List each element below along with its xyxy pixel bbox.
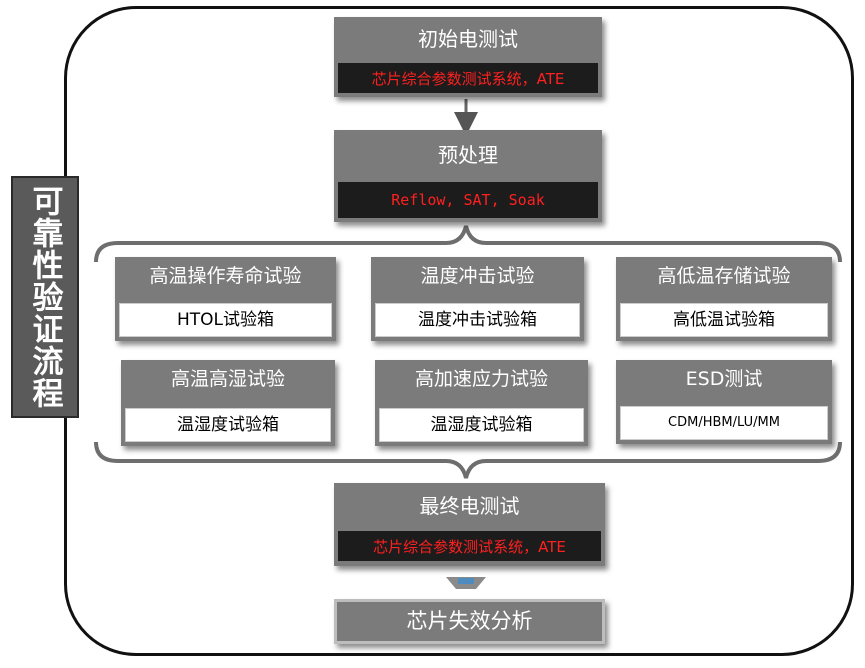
side-label: 可靠性验证流程 [11,176,79,418]
test-equipment: 温湿度试验箱 [125,408,331,442]
test-title: 高温操作寿命试验 [149,265,302,287]
initial-test-box: 初始电测试 芯片综合参数测试系统，ATE [334,17,602,97]
test-equipment: HTOL试验箱 [119,303,332,337]
test-title: ESD测试 [685,368,763,390]
failure-analysis-box: 芯片失效分析 [334,599,605,644]
test-equipment: 温度冲击试验箱 [375,303,580,337]
test-box-htol: 高温操作寿命试验 HTOL试验箱 [115,257,336,341]
test-equipment: 高低温试验箱 [620,303,828,337]
initial-test-equipment: 芯片综合参数测试系统，ATE [338,63,598,93]
test-box-esd: ESD测试 CDM/HBM/LU/MM [616,360,832,444]
preprocess-equipment: Reflow, SAT, Soak [338,182,598,218]
test-title: 高加速应力试验 [414,368,548,390]
test-title: 高温高湿试验 [170,368,285,390]
test-title: 温度冲击试验 [420,265,535,287]
final-test-title: 最终电测试 [419,494,520,518]
test-box-thermal-shock: 温度冲击试验 温度冲击试验箱 [371,257,584,341]
upper-brace [94,225,842,263]
test-box-hast: 高加速应力试验 温湿度试验箱 [375,360,588,446]
failure-analysis-title: 芯片失效分析 [406,609,533,633]
test-equipment: 温湿度试验箱 [379,408,584,442]
test-box-storage: 高低温存储试验 高低温试验箱 [616,257,832,341]
preprocess-title: 预处理 [438,143,498,167]
lower-brace [94,441,842,479]
final-test-box: 最终电测试 芯片综合参数测试系统，ATE [334,483,605,566]
final-test-equipment: 芯片综合参数测试系统，ATE [338,531,601,561]
preprocess-box: 预处理 Reflow, SAT, Soak [334,130,602,222]
initial-test-title: 初始电测试 [418,27,518,51]
test-title: 高低温存储试验 [657,265,791,287]
test-box-humidity: 高温高湿试验 温湿度试验箱 [121,360,335,446]
test-equipment: CDM/HBM/LU/MM [620,406,828,440]
